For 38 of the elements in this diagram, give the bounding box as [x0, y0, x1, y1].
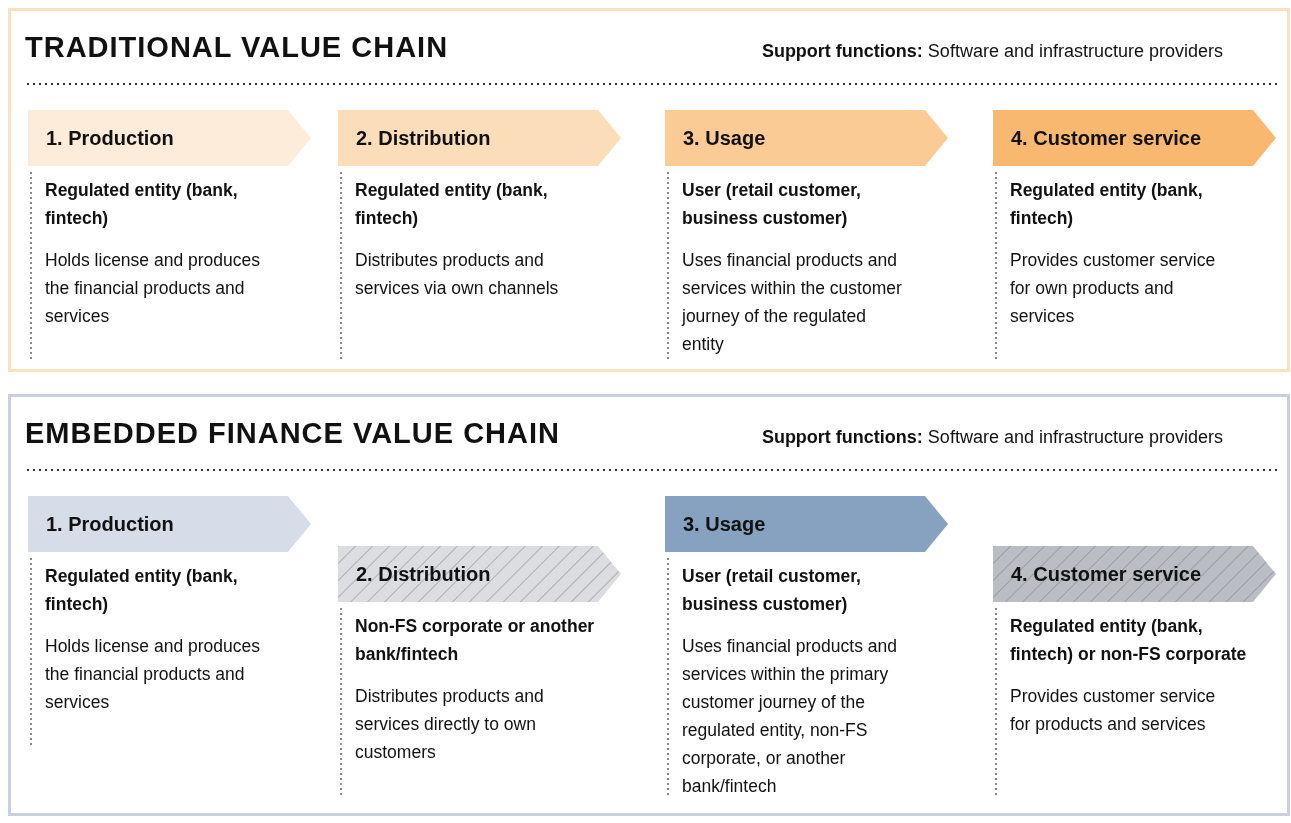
role-description: Holds license and produces the financial products and services	[45, 635, 261, 714]
role-heading: Regulated entity (bank, fintech) or non-FS corporate	[1010, 615, 1248, 666]
stage-title: 2. Distribution	[356, 562, 491, 587]
role-description: Holds license and produces the financial products and services	[45, 249, 261, 328]
role-description: Provides customer service for products and services	[1010, 685, 1217, 736]
stage-title: 1. Production	[46, 126, 174, 151]
role-description: Distributes products and services directly to own customers	[355, 685, 545, 764]
role-description: Provides customer service for own products and services	[1010, 249, 1217, 328]
role-description: Distributes products and services via own channels	[355, 249, 560, 300]
role-heading: Regulated entity (bank, fintech)	[45, 179, 239, 230]
stage-banner	[338, 546, 621, 602]
stage-title: 1. Production	[46, 512, 174, 537]
role-heading: User (retail customer, business customer)	[682, 179, 862, 230]
role-heading: Regulated entity (bank, fintech)	[1010, 179, 1204, 230]
role-description: Uses financial products and services within the primary customer journey of the regulated entity, non-FS corporate, or another bank/fintech	[682, 635, 898, 798]
stage-title: 3. Usage	[683, 512, 766, 537]
role-heading: Regulated entity (bank, fintech)	[355, 179, 549, 230]
role-heading: Regulated entity (bank, fintech)	[45, 565, 239, 616]
support-note: Support functions: Software and infrastructure providers	[761, 427, 1223, 448]
role-description: Uses financial products and services within the customer journey of the regulated entity	[682, 249, 903, 356]
stage-banner	[665, 496, 948, 552]
section-title: EMBEDDED FINANCE VALUE CHAIN	[25, 417, 560, 450]
stage-title: 4. Customer service	[1011, 126, 1202, 151]
support-note: Support functions: Software and infrastructure providers	[761, 41, 1223, 62]
role-heading: Non-FS corporate or another bank/fintech	[355, 615, 595, 666]
stage-banner	[28, 110, 311, 166]
stage-banner	[665, 110, 948, 166]
stage-title: 3. Usage	[683, 126, 766, 151]
stage-title: 2. Distribution	[356, 126, 491, 151]
role-heading: User (retail customer, business customer)	[682, 565, 862, 616]
panel-frame	[8, 394, 1290, 816]
section-title: TRADITIONAL VALUE CHAIN	[25, 31, 449, 64]
stage-banner	[28, 496, 311, 552]
stage-banner	[993, 110, 1276, 166]
panel-frame	[8, 8, 1290, 372]
stage-title: 4. Customer service	[1011, 562, 1202, 587]
stage-banner	[338, 110, 621, 166]
stage-banner	[993, 546, 1276, 602]
